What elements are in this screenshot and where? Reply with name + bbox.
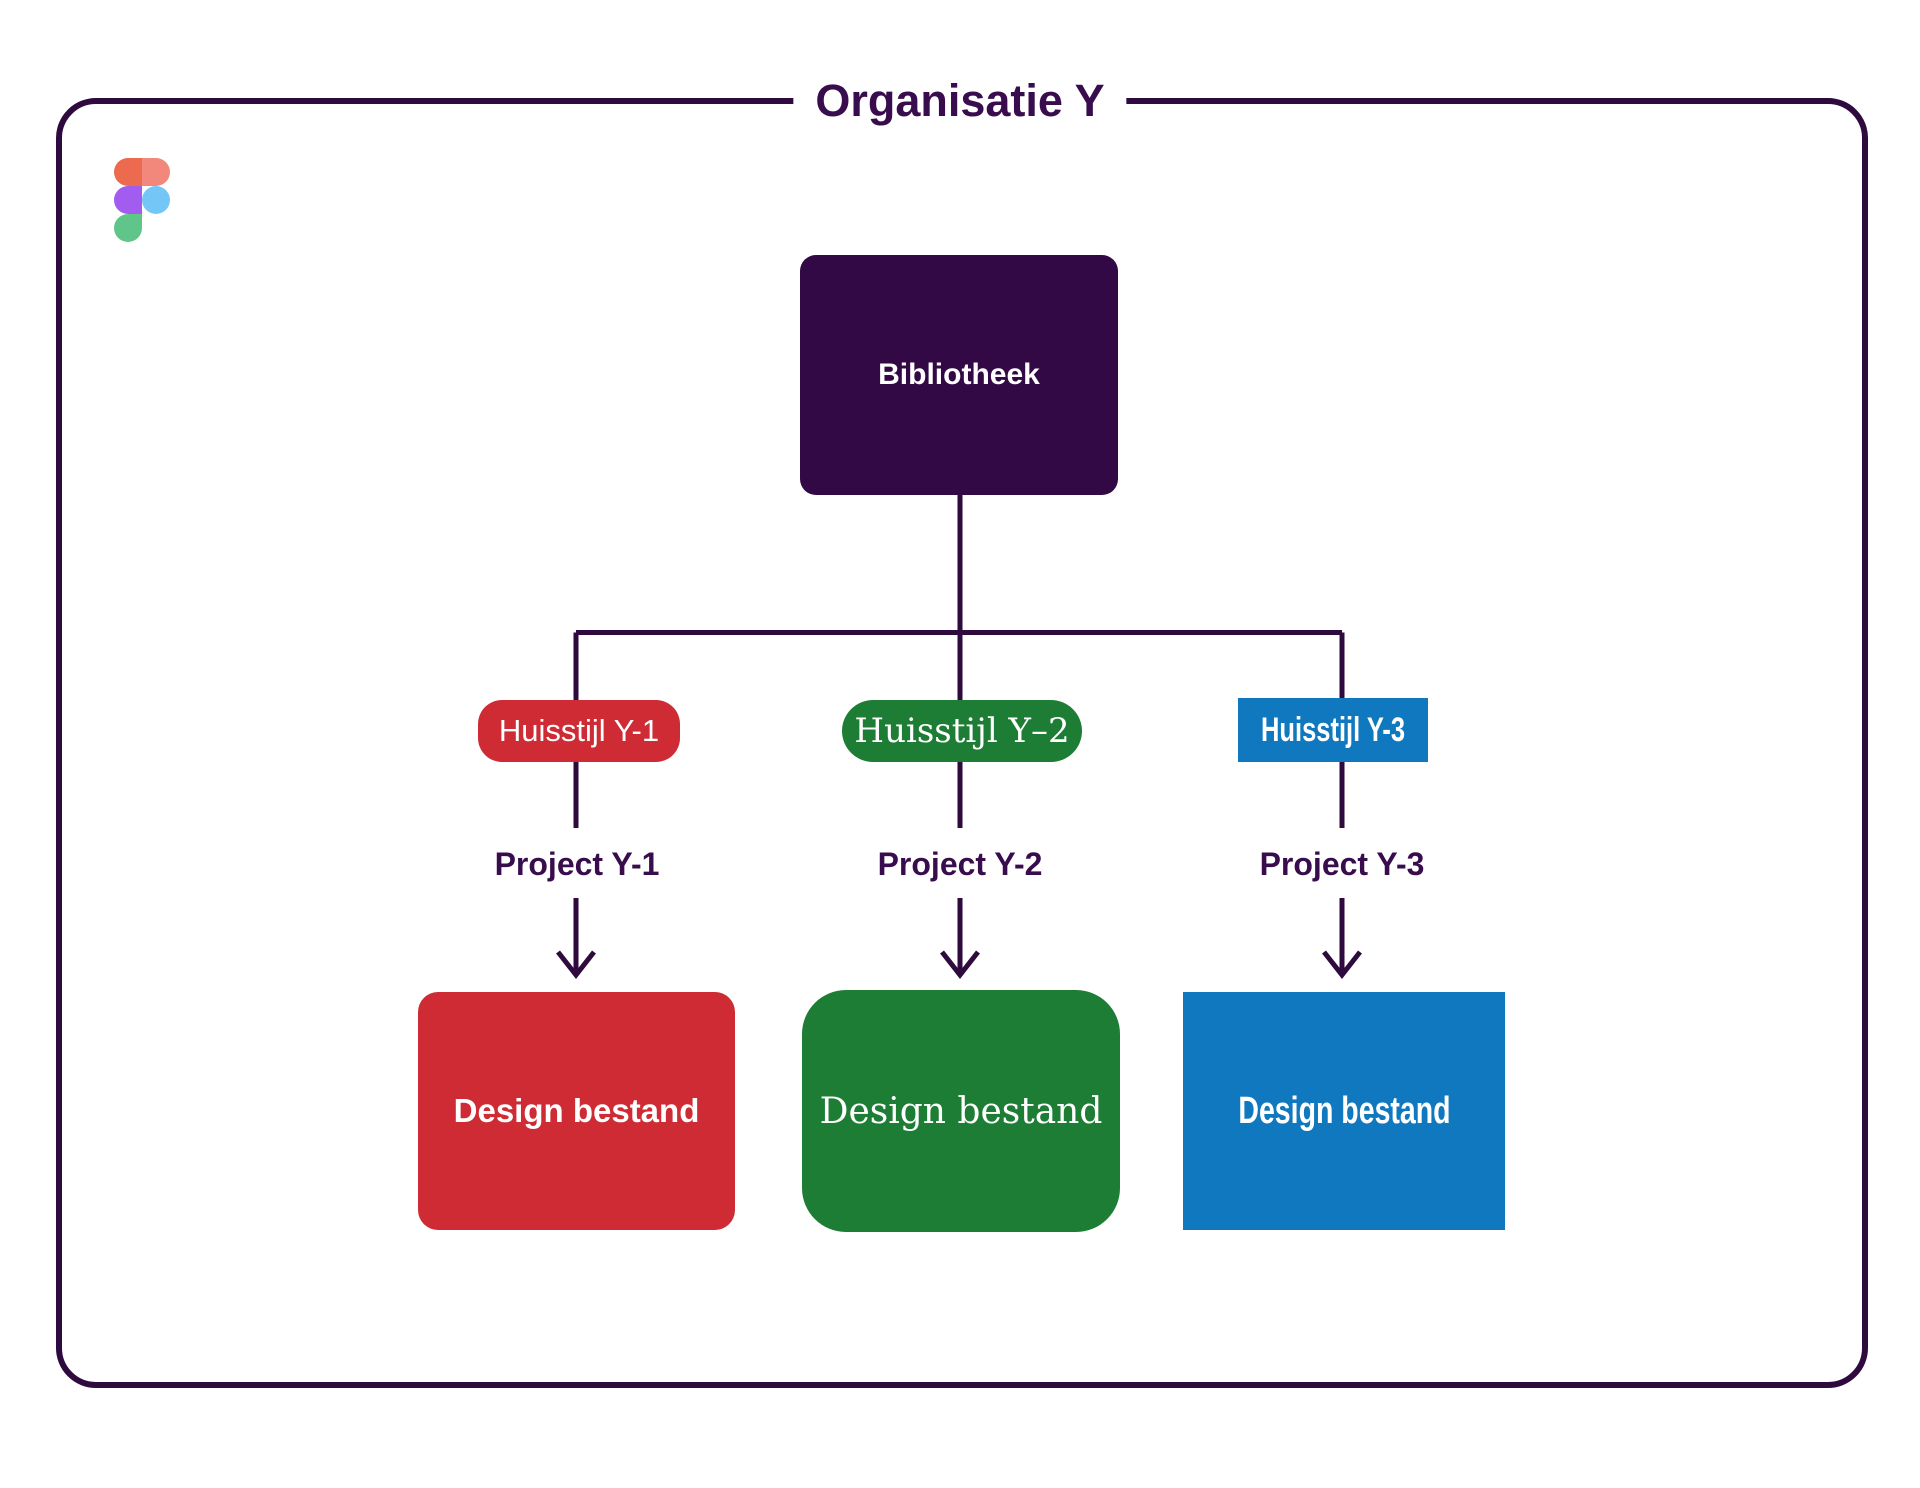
pill-huisstijl-y2-label: Huisstijl Y–2 xyxy=(854,711,1070,751)
pill-huisstijl-y3-label: Huisstijl Y-3 xyxy=(1260,710,1406,749)
figma-logo-blue-circle xyxy=(142,186,170,214)
node-design-bestand-y3-label: Design bestand xyxy=(1237,1089,1451,1132)
figma-logo-orange-shape xyxy=(114,158,142,186)
page-title: Organisatie Y xyxy=(793,75,1127,127)
node-design-bestand-y1: Design bestand xyxy=(418,992,735,1230)
pill-huisstijl-y1-label: Huisstijl Y-1 xyxy=(498,713,660,748)
node-design-bestand-y2-label: Design bestand xyxy=(819,1090,1103,1132)
label-project-y3: Project Y-3 xyxy=(1259,846,1425,882)
figma-logo-green-shape xyxy=(114,214,142,242)
figma-logo-salmon-shape xyxy=(142,158,170,186)
pill-huisstijl-y2: Huisstijl Y–2 xyxy=(842,700,1082,762)
pill-huisstijl-y1: Huisstijl Y-1 xyxy=(478,700,680,762)
figma-logo-icon xyxy=(114,158,170,242)
node-bibliotheek: Bibliotheek xyxy=(800,255,1118,495)
node-bibliotheek-label: Bibliotheek xyxy=(878,358,1040,391)
node-design-bestand-y2: Design bestand xyxy=(802,990,1120,1232)
label-project-y2: Project Y-2 xyxy=(877,846,1043,882)
label-project-y1: Project Y-1 xyxy=(494,846,660,882)
node-design-bestand-y3: Design bestand xyxy=(1183,992,1505,1230)
pill-huisstijl-y3: Huisstijl Y-3 xyxy=(1238,698,1428,762)
node-design-bestand-y1-label: Design bestand xyxy=(453,1092,700,1129)
figma-logo-purple-shape xyxy=(114,186,142,214)
